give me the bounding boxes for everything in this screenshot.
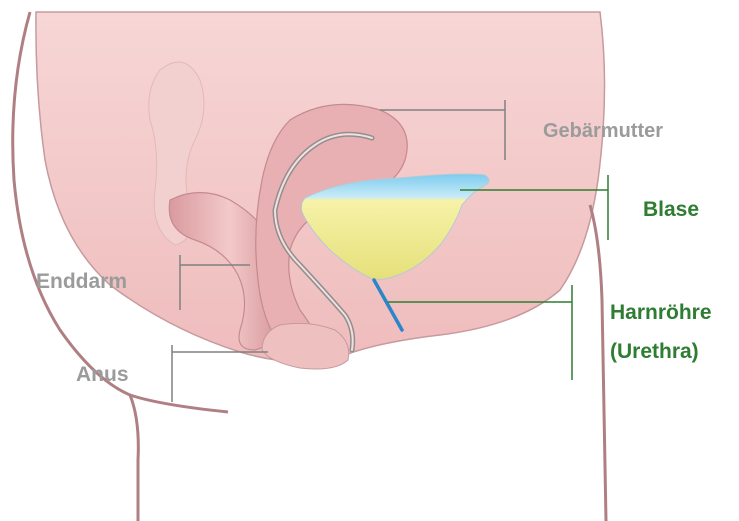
left-leg-outline [130, 395, 138, 521]
label-rectum: Enddarm [36, 270, 127, 293]
front-outline [590, 205, 606, 521]
label-uterus: Gebärmutter [543, 120, 663, 142]
label-anus: Anus [76, 363, 129, 386]
label-urethra-latin: (Urethra) [610, 340, 699, 363]
label-urethra: Harnröhre [610, 301, 712, 324]
perineum [262, 323, 349, 369]
label-bladder: Blase [643, 198, 699, 221]
